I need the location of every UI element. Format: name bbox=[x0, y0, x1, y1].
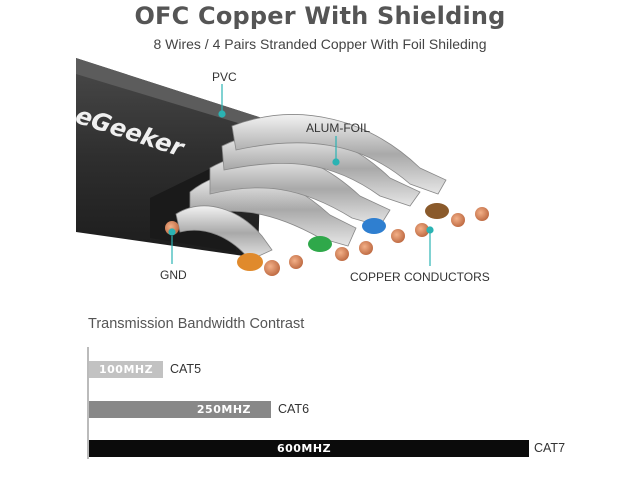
page-subtitle: 8 Wires / 4 Pairs Stranded Copper With F… bbox=[153, 36, 487, 52]
copper-tip bbox=[335, 247, 349, 261]
copper-tip bbox=[264, 260, 280, 276]
cat5-label: CAT5 bbox=[170, 362, 202, 376]
bandwidth-axis-line bbox=[87, 347, 89, 459]
gnd-label: GND bbox=[160, 268, 187, 282]
brown-insulator bbox=[425, 203, 449, 219]
cat6-label: CAT6 bbox=[278, 402, 310, 416]
bar-cat5: 100MHZ bbox=[89, 361, 163, 378]
pair-conductors bbox=[165, 203, 489, 276]
bandwidth-heading: Transmission Bandwidth Contrast bbox=[88, 316, 305, 332]
blue-insulator bbox=[362, 218, 386, 234]
green-insulator bbox=[308, 236, 332, 252]
cable-jacket: eGeeker bbox=[72, 58, 262, 258]
cable-illustration: eGeeker bbox=[72, 58, 489, 276]
cat7-label: CAT7 bbox=[534, 441, 566, 455]
alum-foil-label: ALUM-FOIL bbox=[306, 121, 371, 135]
copper-tip bbox=[359, 241, 373, 255]
copper-tip bbox=[391, 229, 405, 243]
pvc-label: PVC bbox=[212, 70, 237, 84]
foil-pairs bbox=[175, 114, 447, 261]
callout-lines bbox=[168, 84, 434, 266]
copper-tip bbox=[451, 213, 465, 227]
copper-tip bbox=[415, 223, 429, 237]
bar-cat6: 250MHZ bbox=[89, 401, 271, 418]
orange-insulator bbox=[237, 253, 263, 271]
copper-tip bbox=[475, 207, 489, 221]
copper-conductors-label: COPPER CONDUCTORS bbox=[350, 270, 490, 284]
copper-tip bbox=[289, 255, 303, 269]
page-title: OFC Copper With Shielding bbox=[134, 2, 506, 30]
bar-cat7: 600MHZ bbox=[89, 440, 529, 457]
